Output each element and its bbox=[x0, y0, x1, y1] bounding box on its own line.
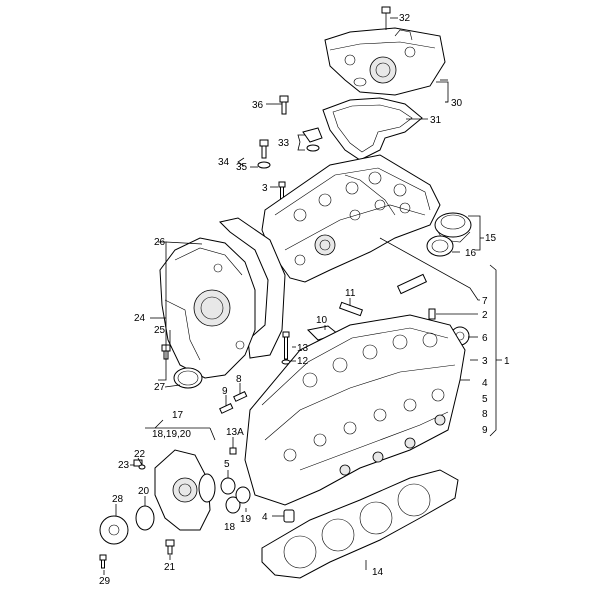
screw-36 bbox=[279, 95, 289, 115]
callout-12: 12 bbox=[297, 356, 309, 367]
callout-11: 11 bbox=[345, 288, 356, 299]
callout-26: 26 bbox=[154, 237, 166, 248]
timing-cover bbox=[159, 237, 256, 379]
callout-6: 6 bbox=[482, 333, 488, 344]
part-7 bbox=[396, 273, 428, 295]
pressure-switch-33 bbox=[302, 127, 323, 152]
plug-13a bbox=[229, 447, 237, 455]
callout-15: 15 bbox=[485, 233, 497, 244]
seal-20 bbox=[135, 505, 155, 531]
callout-18-19-20: 18,19,20 bbox=[152, 429, 191, 440]
cylinder-head bbox=[244, 314, 466, 506]
callout-2: 2 bbox=[482, 310, 488, 321]
oil-separator-gasket bbox=[322, 97, 423, 161]
callout-3-top: 3 bbox=[262, 183, 268, 194]
stud-8 bbox=[233, 390, 248, 402]
callout-3-right: 3 bbox=[482, 356, 488, 367]
cup-18 bbox=[225, 496, 241, 514]
adjuster-housing-17 bbox=[154, 449, 216, 531]
bolt-32 bbox=[381, 6, 391, 30]
callout-10: 10 bbox=[316, 315, 328, 326]
callout-33: 33 bbox=[278, 138, 290, 149]
pin-2 bbox=[428, 308, 436, 320]
callout-4-right: 4 bbox=[482, 378, 488, 389]
sensor-34 bbox=[257, 139, 271, 169]
bolt-23 bbox=[133, 459, 143, 467]
callout-13: 13 bbox=[297, 343, 309, 354]
cup-19 bbox=[235, 486, 251, 504]
cap-seal-16 bbox=[426, 235, 454, 257]
callout-7: 7 bbox=[482, 296, 488, 307]
callout-18: 18 bbox=[224, 522, 236, 533]
callout-30: 30 bbox=[451, 98, 463, 109]
callout-14: 14 bbox=[372, 567, 384, 578]
callout-31: 31 bbox=[430, 115, 442, 126]
cup-5 bbox=[220, 477, 236, 495]
callout-4-left: 4 bbox=[262, 512, 268, 523]
callout-16: 16 bbox=[465, 248, 477, 259]
callout-28: 28 bbox=[112, 494, 124, 505]
callout-19: 19 bbox=[240, 514, 252, 525]
timing-cover-gasket bbox=[219, 217, 286, 359]
callout-23: 23 bbox=[118, 460, 130, 471]
callout-17: 17 bbox=[172, 410, 184, 421]
bolt-13 bbox=[282, 331, 290, 360]
oil-separator-assembly bbox=[324, 27, 446, 96]
callout-8-right: 8 bbox=[482, 409, 488, 420]
stud-9 bbox=[219, 402, 234, 414]
callout-34: 34 bbox=[218, 157, 230, 168]
valve-cover bbox=[261, 154, 441, 283]
callout-27: 27 bbox=[154, 382, 166, 393]
leader-lines bbox=[103, 17, 502, 575]
callout-5-right: 5 bbox=[482, 394, 488, 405]
gear-28 bbox=[99, 515, 129, 545]
head-gasket bbox=[261, 469, 459, 579]
callout-32: 32 bbox=[399, 13, 411, 24]
callout-24: 24 bbox=[134, 313, 146, 324]
bolt-21 bbox=[165, 539, 175, 555]
bolt-29 bbox=[99, 554, 107, 569]
callout-22: 22 bbox=[134, 449, 146, 460]
callout-5-left: 5 bbox=[224, 459, 230, 470]
callout-20: 20 bbox=[138, 486, 150, 497]
callout-13a: 13A bbox=[226, 427, 244, 438]
cap-4 bbox=[283, 509, 295, 523]
callout-36: 36 bbox=[252, 100, 264, 111]
callout-9-right: 9 bbox=[482, 425, 488, 436]
callout-1: 1 bbox=[504, 356, 510, 367]
oil-filler-cap-15 bbox=[434, 212, 472, 243]
callout-35: 35 bbox=[236, 162, 248, 173]
part-11 bbox=[338, 301, 364, 317]
callout-9-left: 9 bbox=[222, 386, 228, 397]
callout-29: 29 bbox=[99, 576, 111, 587]
seal-27 bbox=[173, 367, 203, 389]
callout-25: 25 bbox=[154, 325, 166, 336]
washer-22 bbox=[138, 464, 146, 470]
callout-21: 21 bbox=[164, 562, 176, 573]
callout-labels: 32 30 31 36 33 34 35 3 15 16 26 24 25 27… bbox=[99, 13, 510, 587]
callout-8-left: 8 bbox=[236, 374, 242, 385]
